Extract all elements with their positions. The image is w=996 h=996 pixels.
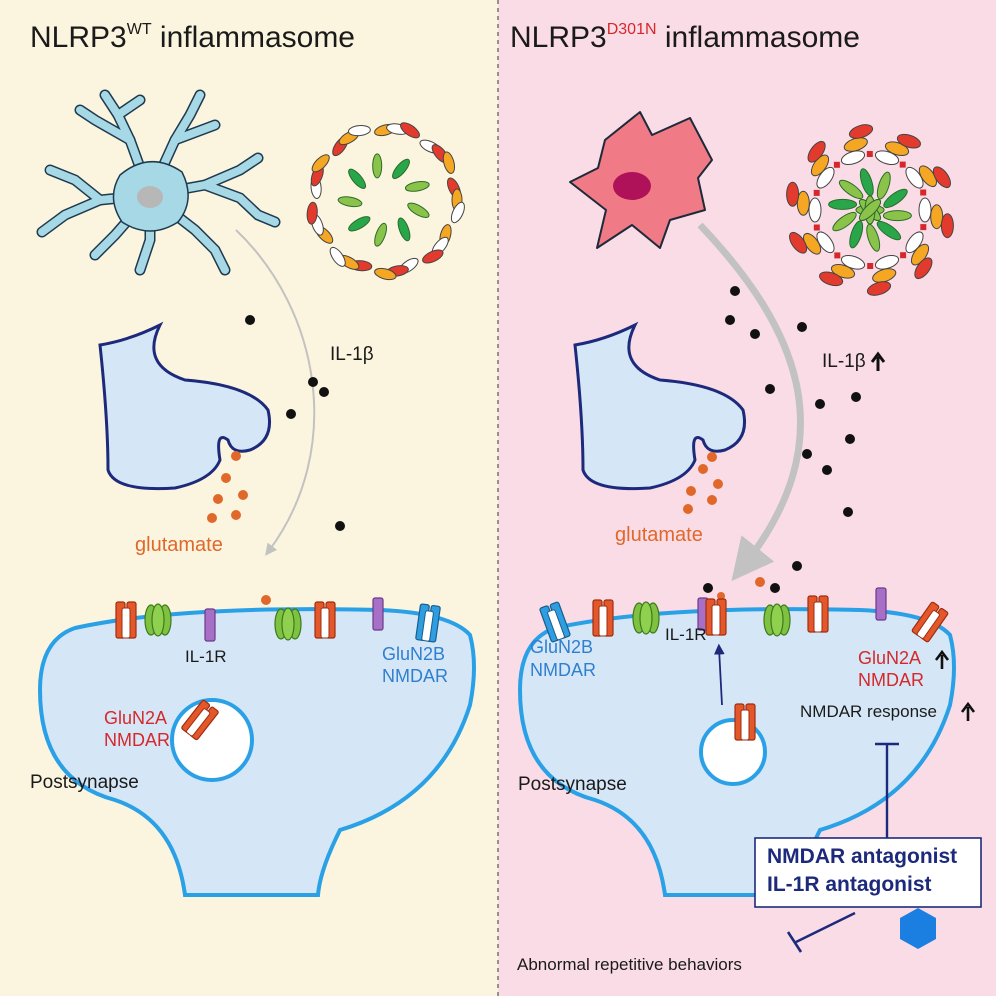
il1b-particles-increased bbox=[703, 286, 861, 593]
il1r-label: IL-1R bbox=[185, 647, 227, 666]
il1r-label-right: IL-1R bbox=[665, 625, 707, 644]
postsynapse-label-right: Postsynapse bbox=[518, 774, 627, 795]
inactive-inflammasome-ring bbox=[306, 122, 465, 281]
il1b-particles bbox=[245, 315, 345, 531]
presynaptic-terminal bbox=[98, 321, 271, 491]
antagonist-drug-icon bbox=[900, 908, 936, 949]
presynaptic-terminal-right bbox=[573, 321, 746, 491]
increase-arrow-icon bbox=[870, 351, 886, 371]
il1b-release-arrow-enhanced bbox=[697, 222, 804, 582]
active-inflammasome bbox=[786, 124, 954, 296]
glutamate-particles-right bbox=[683, 452, 765, 600]
trafficking-arrow bbox=[713, 643, 725, 706]
behavior-label: Abnormal repetitive behaviors bbox=[517, 955, 742, 974]
right-panel-title: NLRP3D301N inflammasome bbox=[510, 21, 860, 54]
glutamate-label: glutamate bbox=[135, 534, 223, 556]
glutamate-label-right: glutamate bbox=[615, 524, 703, 546]
glutamate-particles bbox=[207, 451, 271, 605]
resting-microglia bbox=[36, 89, 281, 276]
nmdar-antagonist-label: NMDAR antagonist bbox=[767, 845, 957, 868]
il1b-increased-label: IL-1β bbox=[822, 351, 866, 372]
inhibition-line-behavior bbox=[795, 911, 856, 944]
il1b-label: IL-1β bbox=[330, 344, 374, 365]
postsynapse-label: Postsynapse bbox=[30, 772, 139, 793]
il1r-antagonist-label: IL-1R antagonist bbox=[767, 873, 932, 896]
nmdar-response-label: NMDAR response bbox=[800, 702, 937, 721]
glun2a-increase-icon bbox=[934, 649, 950, 669]
antagonist-box bbox=[754, 837, 982, 908]
nmdar-response-increase-icon bbox=[960, 701, 976, 721]
inhibition-bar-behavior bbox=[786, 931, 803, 953]
left-panel-title: NLRP3WT inflammasome bbox=[30, 21, 355, 54]
microglia-nucleus bbox=[613, 172, 651, 200]
